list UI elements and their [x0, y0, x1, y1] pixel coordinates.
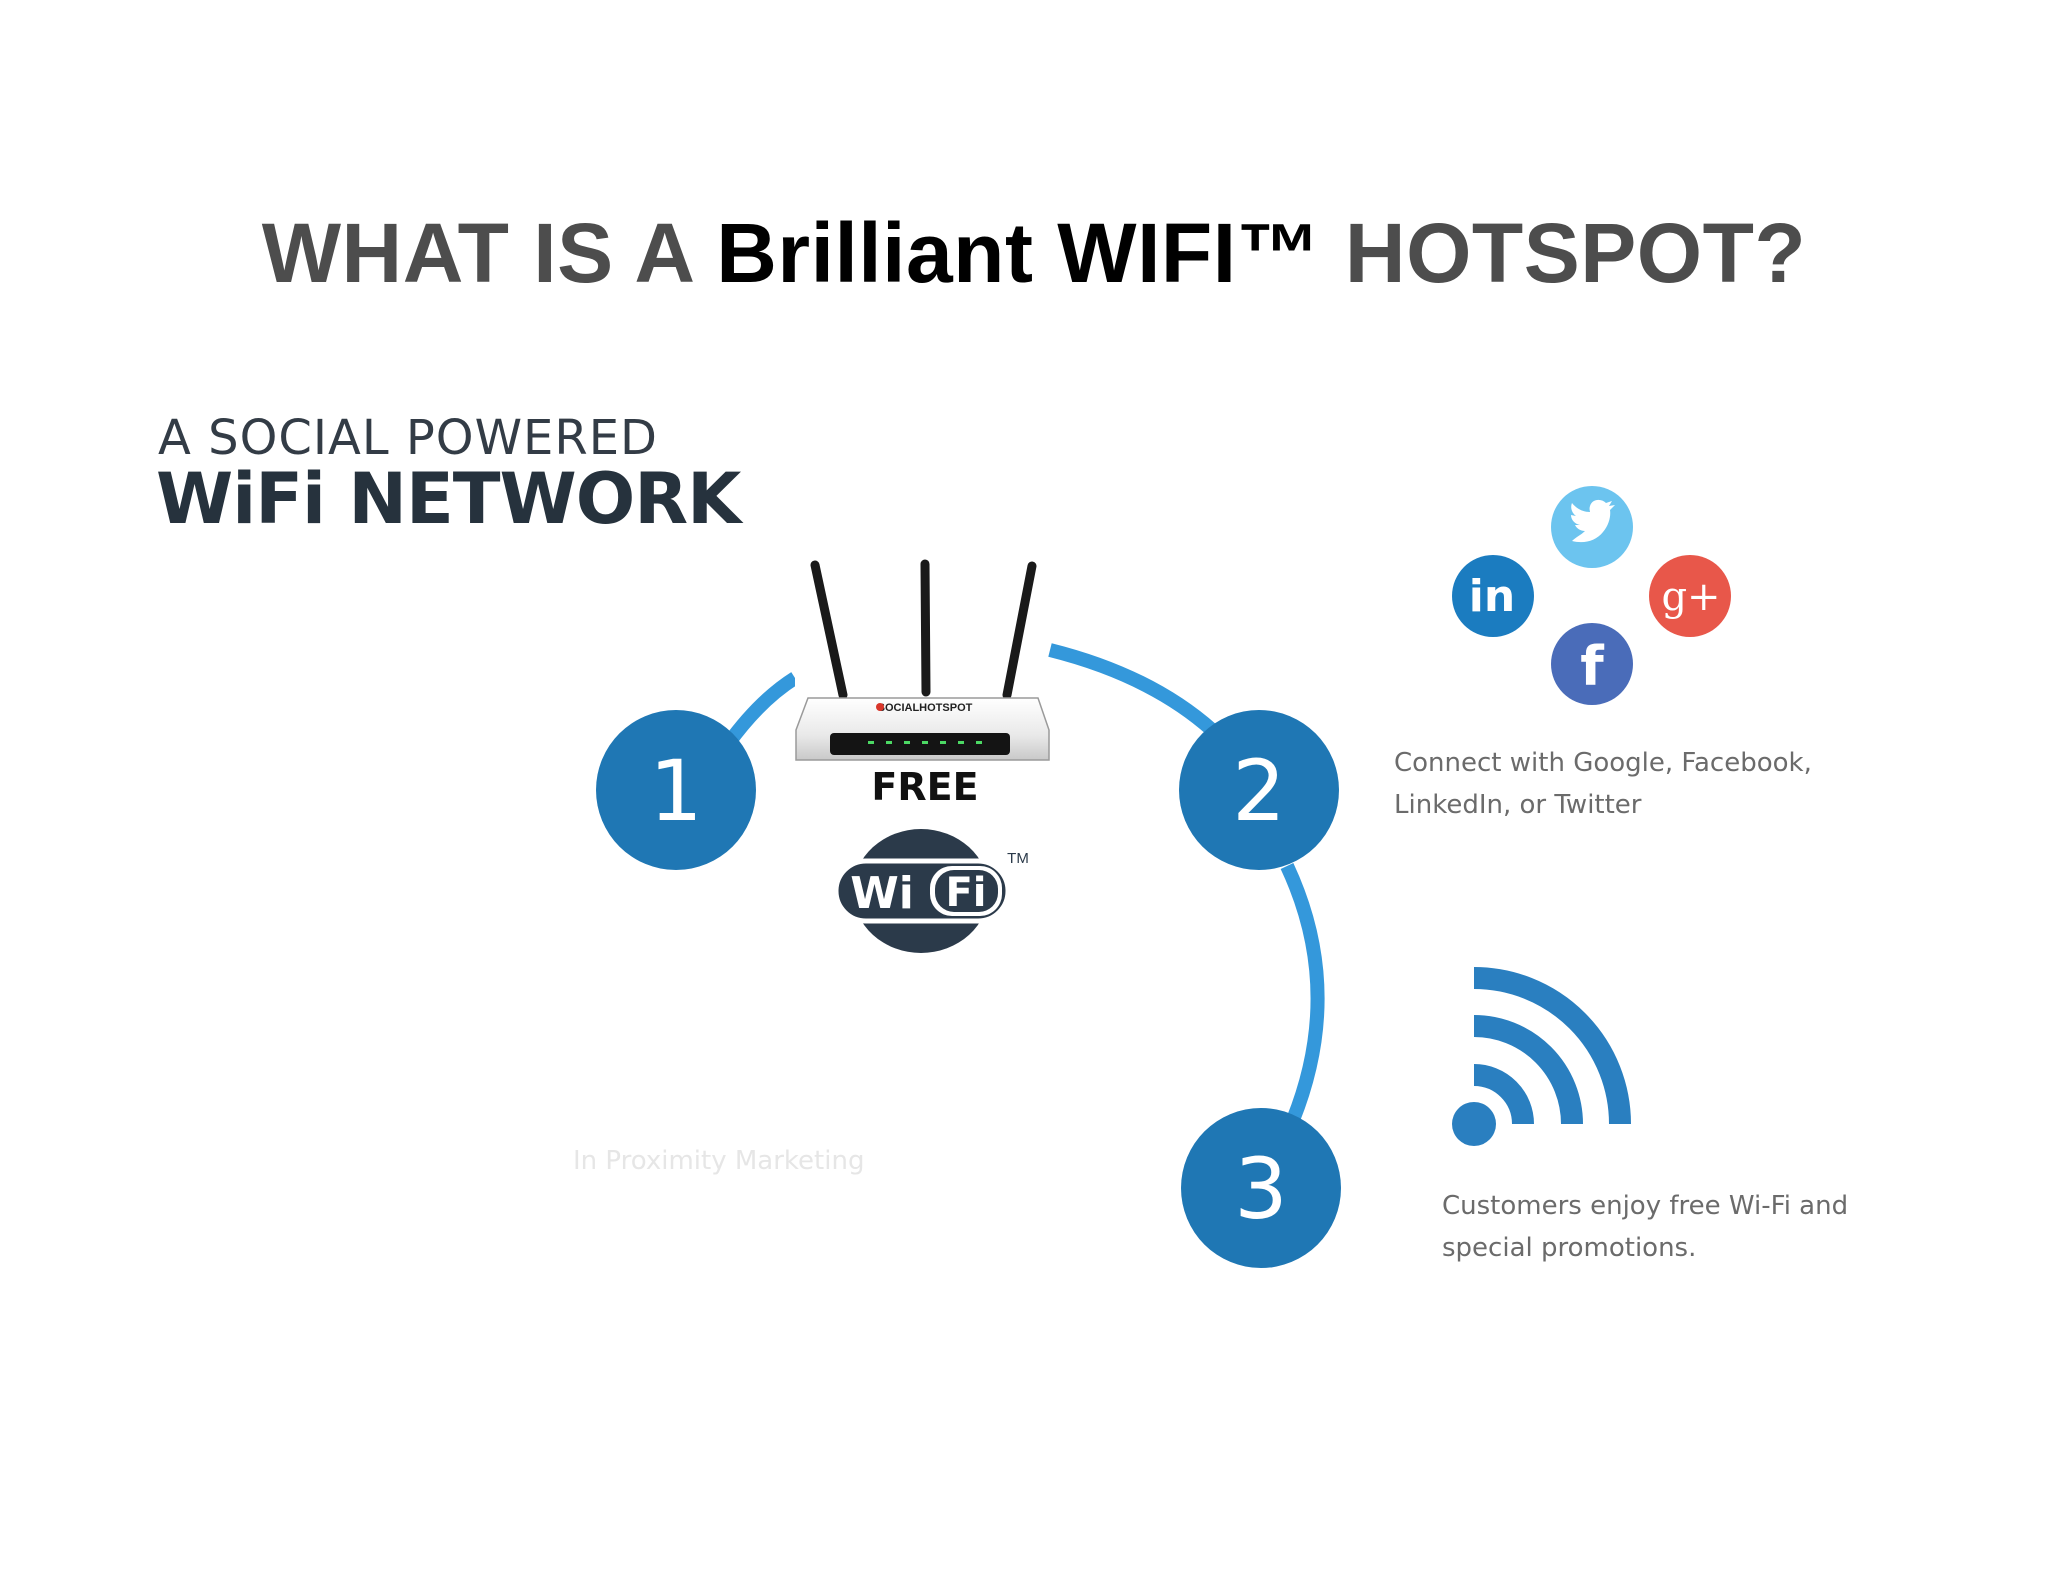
step-3-caption-line-2: special promotions.	[1442, 1233, 1697, 1263]
step-1: 1	[596, 710, 756, 870]
wifi-logo-fi-inner	[935, 870, 998, 912]
free-label: FREE	[871, 765, 979, 809]
router-antenna-right	[1002, 561, 1037, 700]
free-wifi-badge: Wi Fi TM	[833, 829, 1029, 953]
title-suffix: HOTSPOT?	[1321, 206, 1807, 300]
social-icons: in g+ f	[1452, 486, 1731, 705]
step-3-number: 3	[1234, 1140, 1287, 1238]
title-prefix: WHAT IS A	[261, 206, 717, 300]
step-3-caption: Customers enjoy free Wi-Fi and special p…	[1442, 1185, 1848, 1269]
arc-segment-3	[1280, 863, 1325, 1123]
router-antenna-center	[920, 559, 931, 697]
step-2-caption: Connect with Google, Facebook, LinkedIn,…	[1394, 742, 1812, 826]
router-brand-label: SOCIALHOTSPOT	[878, 702, 973, 714]
page-title: WHAT IS A Brilliant WIFI™ HOTSPOT?	[0, 205, 2048, 302]
google-plus-icon: g+	[1649, 555, 1731, 637]
tagline-line-2: WiFi NETWORK	[156, 458, 741, 540]
arc-segment-1	[722, 672, 799, 749]
wifi-logo-wi: Wi	[850, 868, 914, 919]
wifi-signal-arc-1	[1473, 1064, 1534, 1125]
wifi-signal-arc-2	[1473, 1015, 1583, 1125]
step-2: 2	[1179, 710, 1339, 870]
step-2-number: 2	[1232, 742, 1285, 840]
facebook-icon: f	[1551, 623, 1633, 705]
linkedin-icon: in	[1452, 555, 1534, 637]
wifi-signal-dot	[1452, 1102, 1496, 1146]
google-plus-glyph: g+	[1661, 574, 1720, 620]
title-brand: Brilliant WIFI™	[716, 206, 1322, 300]
linkedin-glyph: in	[1469, 571, 1515, 622]
step-3-circle	[1181, 1108, 1341, 1268]
router-brand-mark	[876, 703, 884, 711]
router-front-panel	[830, 733, 1010, 755]
wifi-signal-arc-3	[1473, 967, 1631, 1125]
step-2-caption-line-1: Connect with Google, Facebook,	[1394, 748, 1812, 778]
wifi-logo-tm: TM	[1007, 850, 1029, 867]
step-2-caption-line-2: LinkedIn, or Twitter	[1394, 790, 1642, 820]
wifi-logo-fi: Fi	[945, 870, 986, 916]
step-3: 3	[1181, 1108, 1341, 1268]
step-3-caption-line-1: Customers enjoy free Wi-Fi and	[1442, 1191, 1849, 1221]
step-2-circle	[1179, 710, 1339, 870]
tagline-line-1: A SOCIAL POWERED	[158, 410, 659, 466]
step-1-circle	[596, 710, 756, 870]
router-antenna-left	[810, 560, 848, 700]
router-leds	[868, 741, 982, 744]
arc-segment-2	[1048, 643, 1217, 736]
wifi-signal-icon	[1452, 967, 1631, 1146]
facebook-glyph: f	[1580, 635, 1604, 698]
faded-step-1-caption: In Proximity Marketing	[573, 1146, 865, 1176]
twitter-icon	[1551, 486, 1633, 568]
step-1-number: 1	[649, 742, 702, 840]
router-illustration: SOCIALHOTSPOT	[795, 559, 1050, 780]
